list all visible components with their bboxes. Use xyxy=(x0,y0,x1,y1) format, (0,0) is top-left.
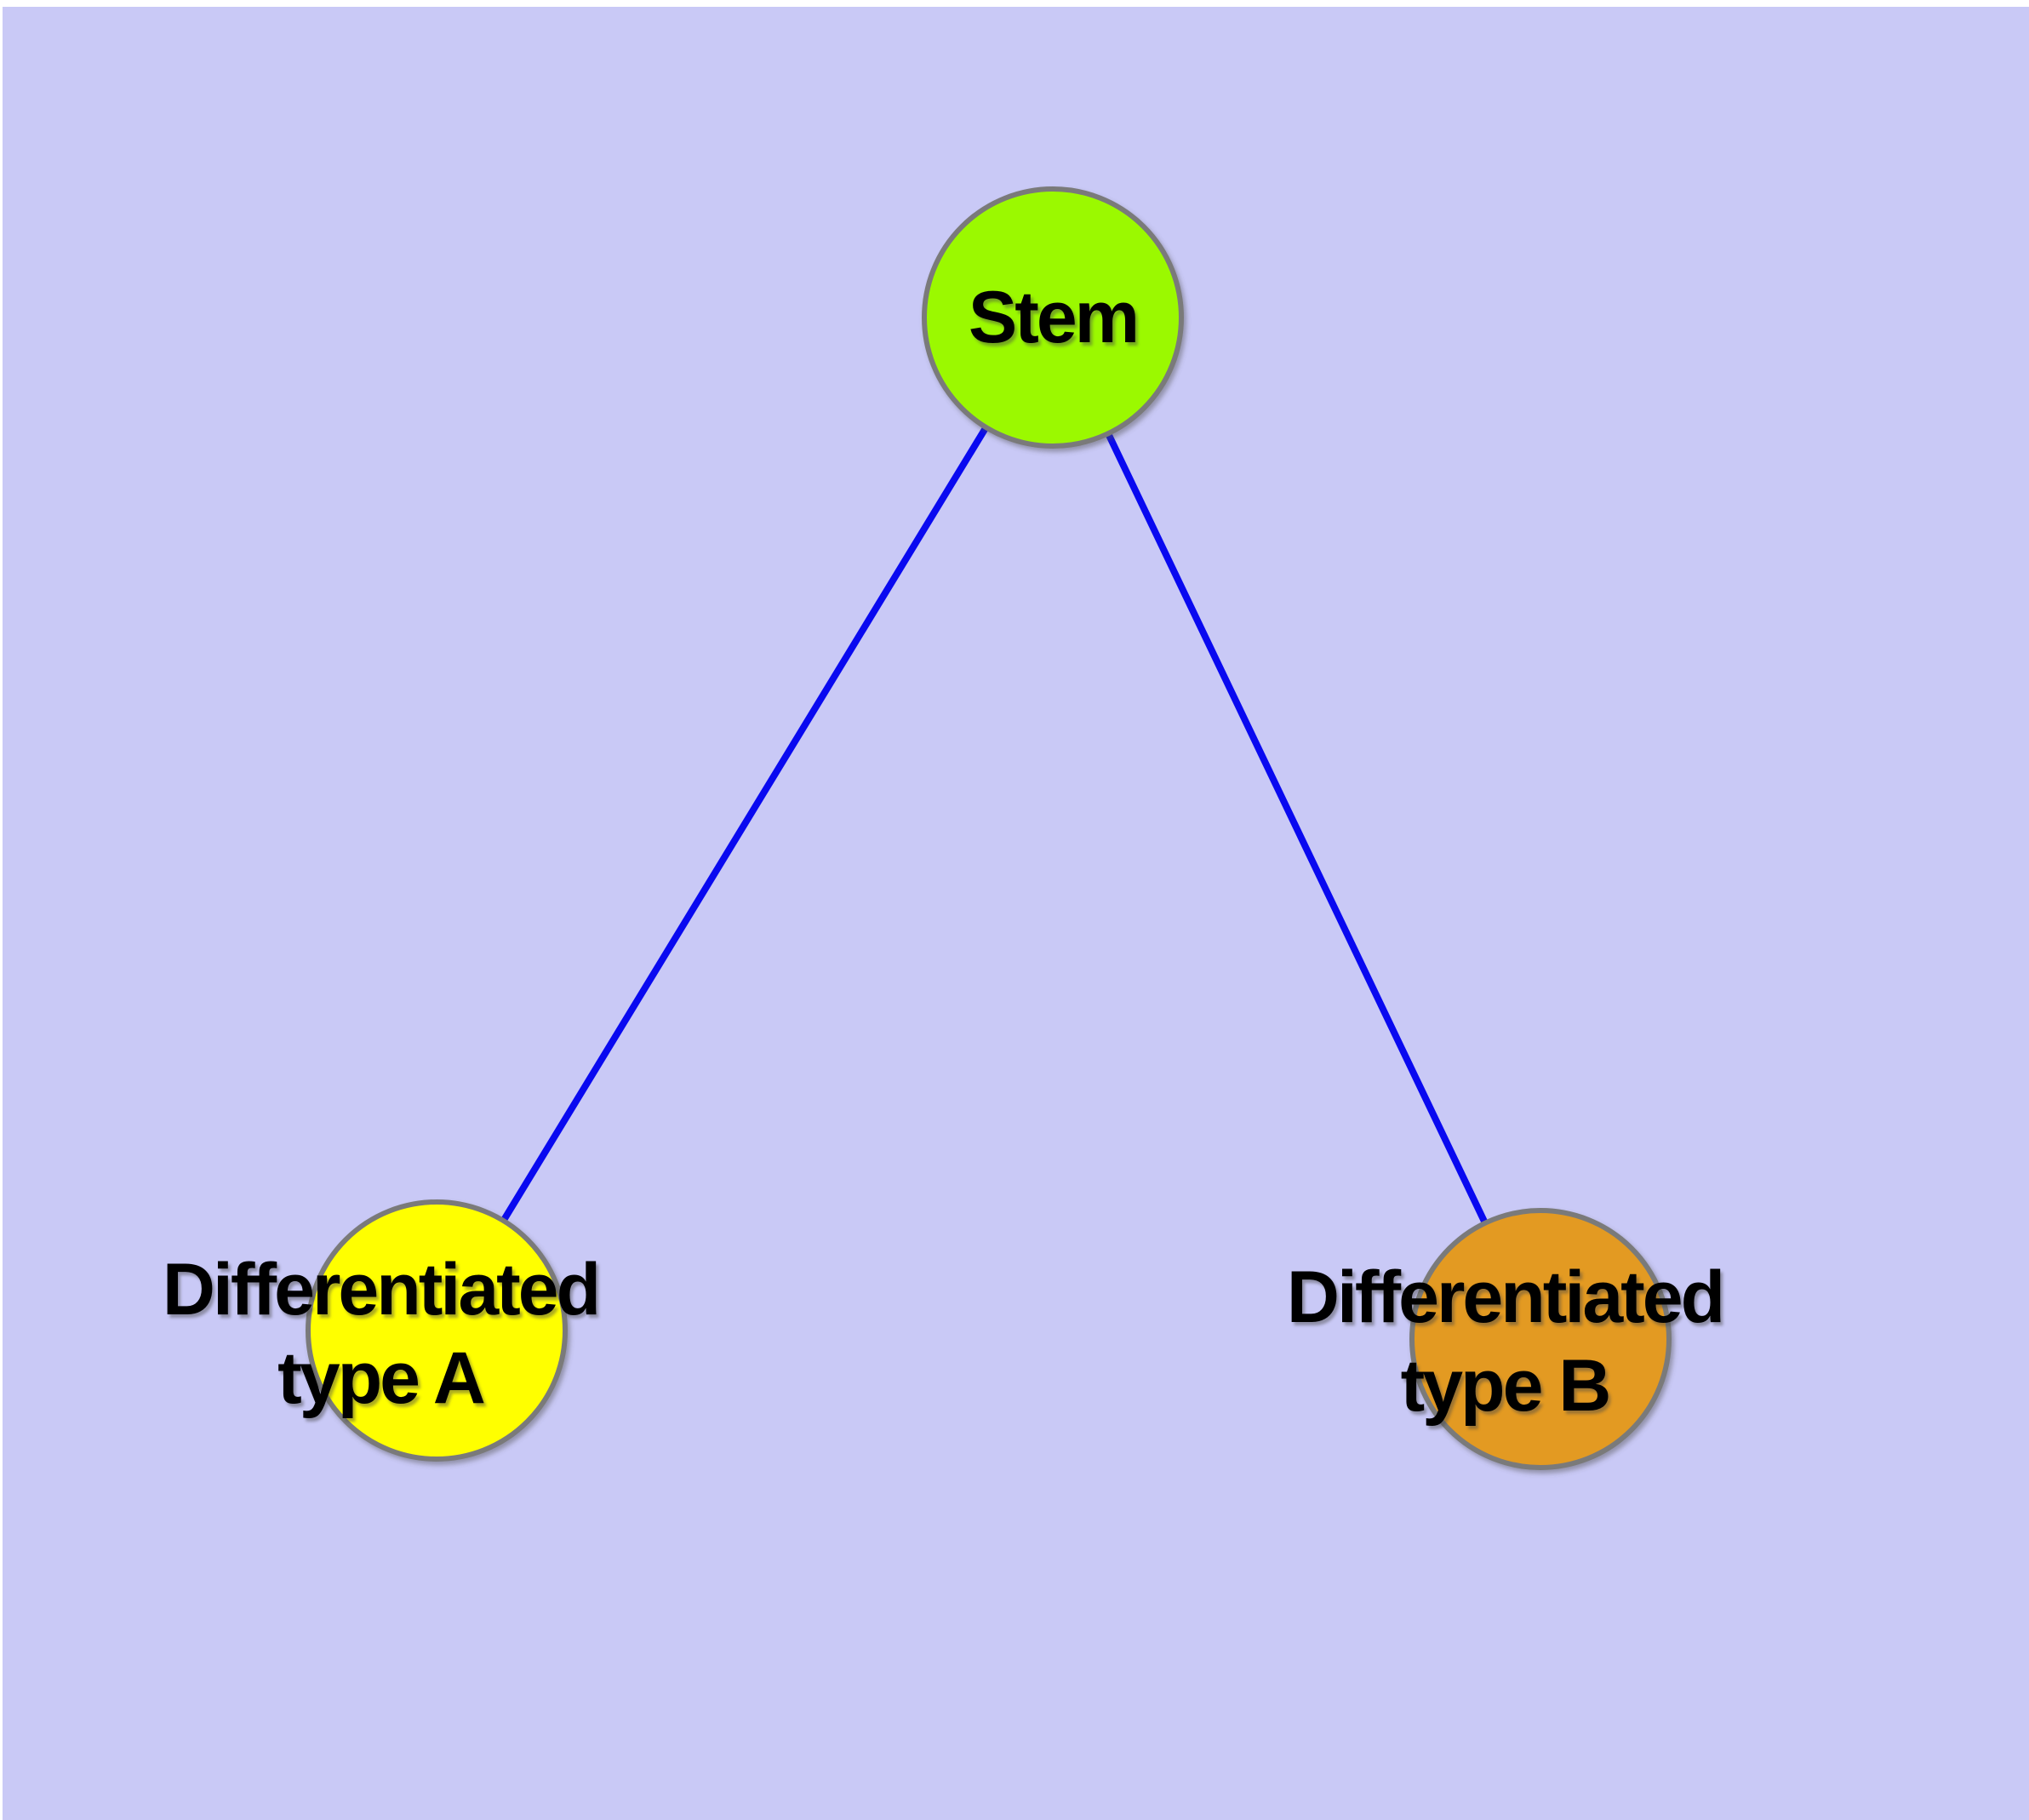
edge-stem-type-a xyxy=(433,315,1056,1333)
node-label-type-b-line2: type B xyxy=(1400,1345,1612,1427)
node-label-stem-line: Stem xyxy=(968,277,1140,358)
node-type-a xyxy=(306,1199,568,1462)
node-label-type-a: Differentiated type A xyxy=(162,1245,601,1422)
node-label-type-b: Differentiated type B xyxy=(1286,1253,1725,1430)
edge-stem-type-b xyxy=(1049,316,1544,1341)
node-label-stem: Stem xyxy=(968,273,1140,362)
node-label-type-b-line1: Differentiated xyxy=(1286,1256,1725,1338)
node-label-type-a-line1: Differentiated xyxy=(162,1249,601,1331)
node-label-type-a-line2: type A xyxy=(277,1337,486,1419)
node-type-b xyxy=(1409,1208,1672,1470)
node-stem xyxy=(922,186,1184,449)
